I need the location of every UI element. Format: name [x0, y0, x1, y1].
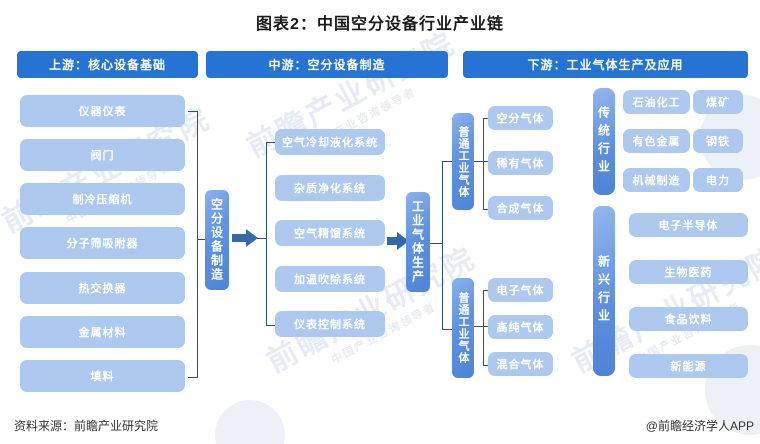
bracket-connector — [442, 161, 453, 330]
connector-line — [430, 243, 442, 244]
industry-item: 食品饮料 — [629, 307, 748, 331]
bracket-connector — [188, 111, 198, 378]
upstream-item: 填料 — [20, 359, 185, 392]
industry-item: 石油化工 — [623, 90, 690, 114]
arrow-right-icon — [387, 237, 397, 245]
midstream-item: 仪表控制系统 — [275, 311, 385, 337]
midstream-item: 空气冷却液化系统 — [275, 129, 385, 155]
credit-note: @前瞻经济学人APP — [645, 419, 754, 433]
industry-group-emerging: 新兴行业 — [593, 206, 615, 376]
hub-gas-production: 工业气体生产 — [406, 192, 430, 292]
upstream-item: 仪器仪表 — [20, 95, 185, 127]
bracket-connector — [483, 290, 489, 366]
header-midstream: 中游：空分设备制造 — [206, 51, 448, 78]
industry-group-traditional: 传统行业 — [593, 88, 615, 195]
hub-equipment-manufacturing: 空分设备制造 — [205, 190, 229, 290]
gas-item: 混合气体 — [488, 352, 553, 376]
bracket-connector — [266, 142, 276, 326]
upstream-item: 分子筛吸附器 — [20, 227, 185, 260]
gas-group-2-items: 电子气体 高纯气体 混合气体 — [488, 278, 553, 376]
upstream-column: 仪器仪表 阀门 制冷压缩机 分子筛吸附器 热交换器 金属材料 填料 — [20, 95, 185, 392]
gas-item: 合成气体 — [488, 196, 553, 220]
gas-item: 电子气体 — [488, 278, 553, 302]
page-title: 图表2：中国空分设备行业产业链 — [256, 16, 504, 33]
gas-group-label: 普通工业气体 — [452, 113, 474, 210]
midstream-item: 杂质净化系统 — [275, 174, 385, 201]
bracket-connector — [483, 118, 489, 210]
upstream-item: 热交换器 — [20, 271, 185, 304]
connector-line — [197, 239, 205, 240]
industry-item: 新能源 — [629, 354, 748, 378]
industry-item: 生物医药 — [629, 260, 748, 284]
gas-group-1-items: 空分气体 稀有气体 合成气体 — [488, 106, 553, 220]
arrow-right-icon — [246, 229, 258, 247]
upstream-item: 制冷压缩机 — [20, 183, 185, 216]
industry-item: 有色金属 — [623, 129, 690, 153]
connector-line — [483, 161, 488, 162]
watermark-logo-circle — [215, 400, 285, 444]
connector-line — [474, 326, 483, 327]
upstream-item: 阀门 — [20, 139, 185, 172]
header-upstream: 上游：核心设备基础 — [17, 51, 198, 78]
gas-item: 空分气体 — [488, 106, 553, 130]
gas-item: 高纯气体 — [488, 315, 553, 339]
industry-item: 电子半导体 — [629, 213, 748, 237]
gas-group-label: 普通工业气体 — [452, 278, 474, 378]
connector-line — [257, 238, 266, 239]
industry-item: 钢铁 — [693, 129, 743, 153]
midstream-column: 空气冷却液化系统 杂质净化系统 空气精馏系统 加温吹除系统 仪表控制系统 — [275, 129, 385, 337]
source-note: 资料来源：前瞻产业研究院 — [14, 419, 159, 433]
gas-item: 稀有气体 — [488, 151, 553, 175]
industry-item: 电力 — [693, 168, 743, 192]
arrow-right-icon — [232, 234, 246, 242]
industry-item: 煤矿 — [693, 90, 743, 114]
industry-item: 机械制造 — [623, 168, 690, 192]
midstream-item: 加温吹除系统 — [275, 265, 385, 292]
header-downstream: 下游：工业气体生产及应用 — [463, 51, 748, 78]
midstream-item: 空气精馏系统 — [275, 220, 385, 246]
connector-line — [474, 161, 483, 162]
connector-line — [483, 326, 488, 327]
upstream-item: 金属材料 — [20, 315, 185, 348]
